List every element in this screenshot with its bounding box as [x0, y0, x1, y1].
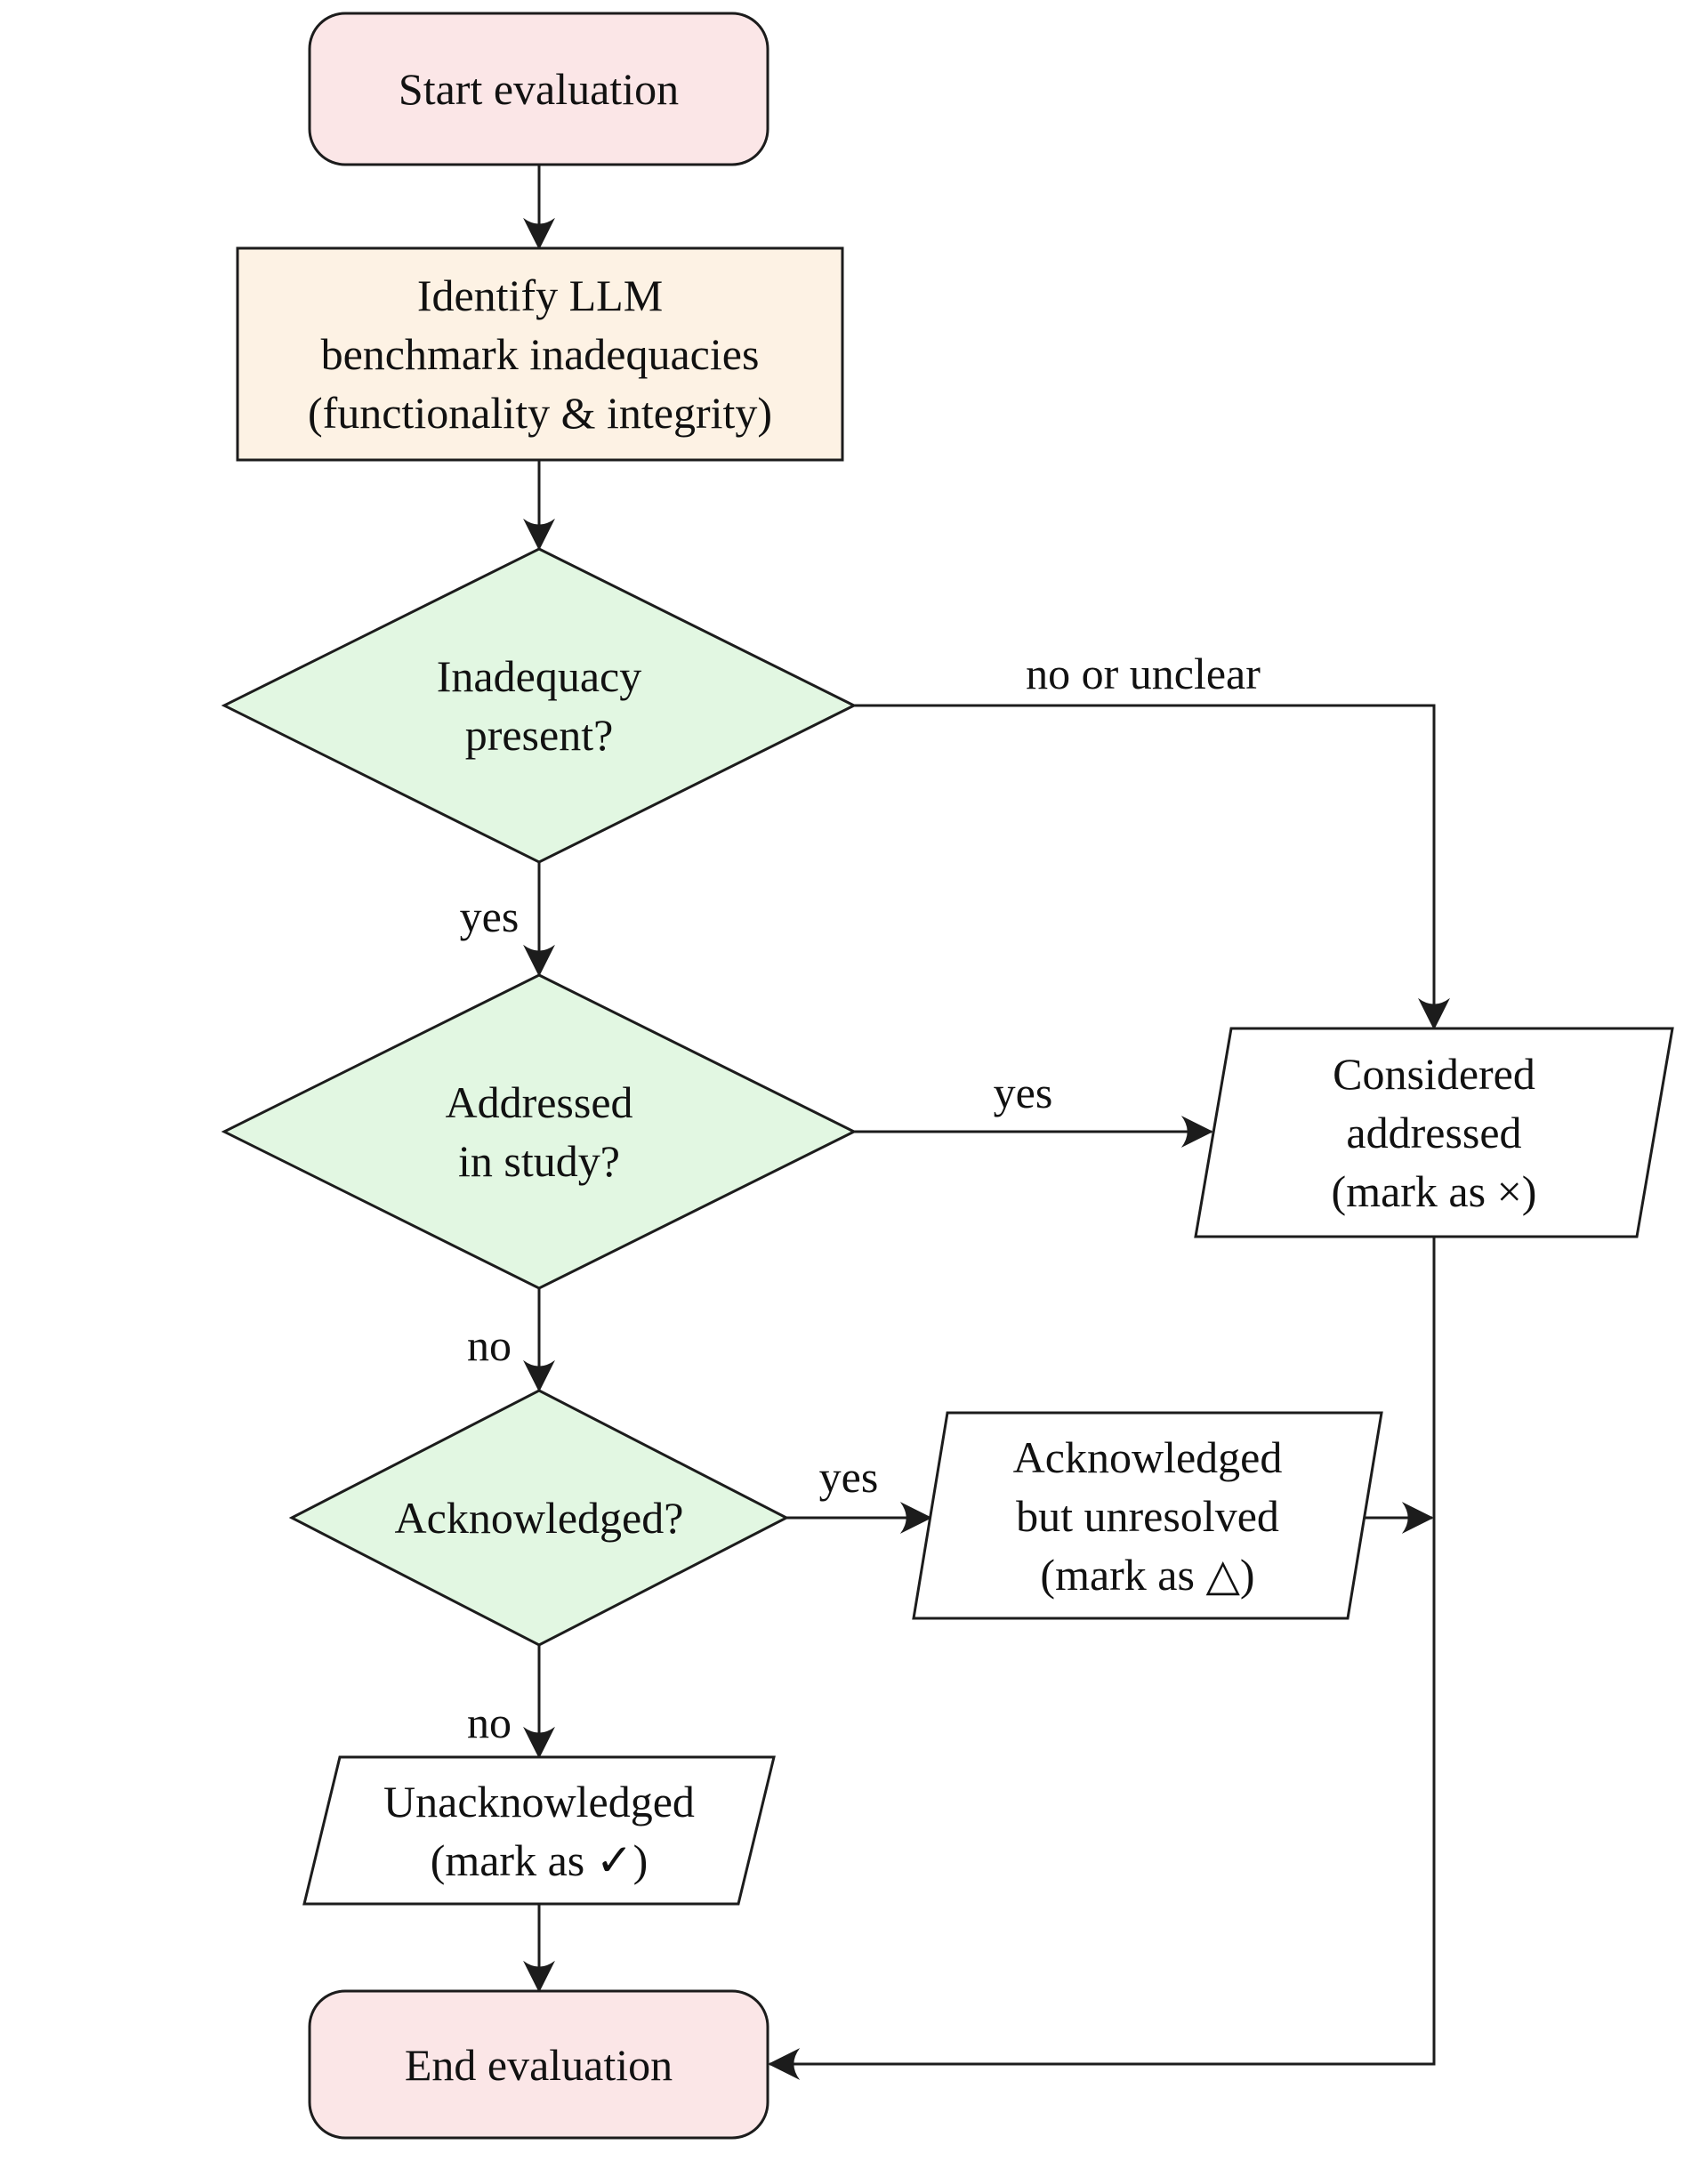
unacknowledged-parallelogram-shape [302, 1755, 776, 1906]
edge-rail-to-end [768, 1237, 1436, 2080]
acknowledged-diamond-shape [288, 1389, 790, 1647]
identify-process-shape [236, 246, 844, 462]
inadequacy-present-diamond-shape [221, 547, 858, 864]
acknowledged-unresolved-parallelogram-shape [912, 1411, 1383, 1620]
edge-inadequacy-no-to-considered [854, 704, 1450, 1030]
considered-addressed-parallelogram-shape [1194, 1027, 1674, 1238]
addressed-in-study-diamond-shape [221, 973, 858, 1290]
end-terminator-shape [308, 1989, 769, 2140]
start-terminator-shape [308, 12, 769, 166]
